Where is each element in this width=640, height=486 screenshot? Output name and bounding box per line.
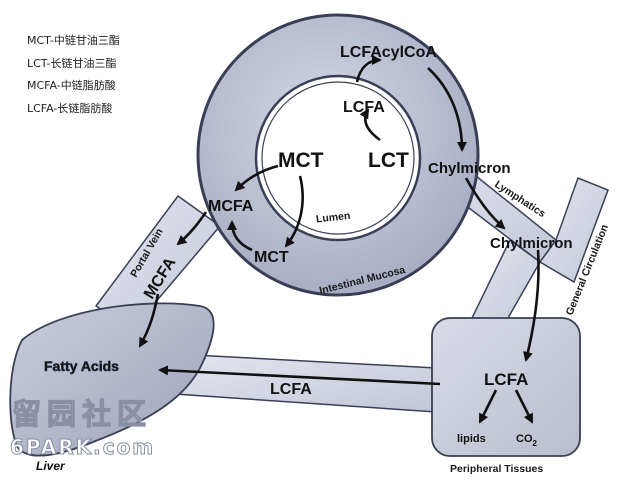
watermark-latin: 6PARK.com: [10, 435, 155, 459]
arrow-acylcoa-to-chylmicron: [427, 67, 467, 152]
arrow-lct-to-lcfa: [359, 108, 381, 142]
peripheral-tissues-box: [431, 317, 581, 457]
label-mcfa-mucosa: MCFA: [208, 198, 254, 215]
general-circulation-tube: [538, 177, 609, 284]
watermark-chinese: 留园社区: [12, 397, 152, 431]
liver-shape: [9, 302, 215, 457]
arrow-mcfa-to-portal: [176, 211, 208, 246]
label-chylmicron-2: Chylmicron: [490, 235, 573, 252]
legend-item-mcfa: MCFA-中链脂肪酸: [27, 79, 116, 92]
legend-item-mct: MCT-中链甘油三酯: [27, 34, 120, 47]
label-fatty-acids: Fatty Acids: [44, 358, 119, 374]
label-mct: MCT: [278, 149, 324, 172]
label-mct-lower: MCT: [254, 249, 289, 266]
label-lct: LCT: [368, 149, 409, 172]
arrow-mct-to-mcfa: [234, 164, 279, 192]
label-lcfa-peripheral: LCFA: [484, 370, 528, 389]
label-peripheral-tissues: Peripheral Tissues: [450, 463, 543, 475]
label-liver: Liver: [36, 459, 66, 473]
arrow-lcfa-to-acylcoa: [355, 55, 382, 83]
label-lipids: lipids: [457, 433, 486, 445]
label-lcfa-acylcoa: LCFAcylCoA: [340, 44, 437, 61]
arrow-lcfa-return: [158, 365, 441, 386]
label-chylmicron-1: Chylmicron: [428, 160, 511, 177]
lumen-circle-inner: [261, 81, 415, 235]
arrow-portal-to-liver: [138, 293, 160, 348]
label-lcfa-return: LCFA: [270, 381, 312, 398]
label-co2: CO2: [516, 433, 538, 448]
legend-item-lcfa: LCFA-长链脂肪酸: [27, 101, 113, 115]
arrow-mct-lower-to-mcfa: [227, 220, 253, 252]
arrow-chylmicron-to-lymph: [464, 177, 506, 230]
arrow-lcfa-to-co2: [514, 389, 534, 424]
arrow-mct-to-mct: [284, 175, 304, 248]
label-lcfa-lumen: LCFA: [343, 99, 385, 116]
legend-item-lct: LCT-长链甘油三酯: [27, 56, 117, 70]
arrow-chylmicron-to-peripheral: [523, 249, 540, 362]
legend: MCT-中链甘油三酯 LCT-长链甘油三酯 MCFA-中链脂肪酸 LCFA-长链…: [27, 30, 120, 120]
arrow-lcfa-to-lipids: [478, 389, 498, 424]
label-lumen: Lumen: [315, 210, 350, 226]
